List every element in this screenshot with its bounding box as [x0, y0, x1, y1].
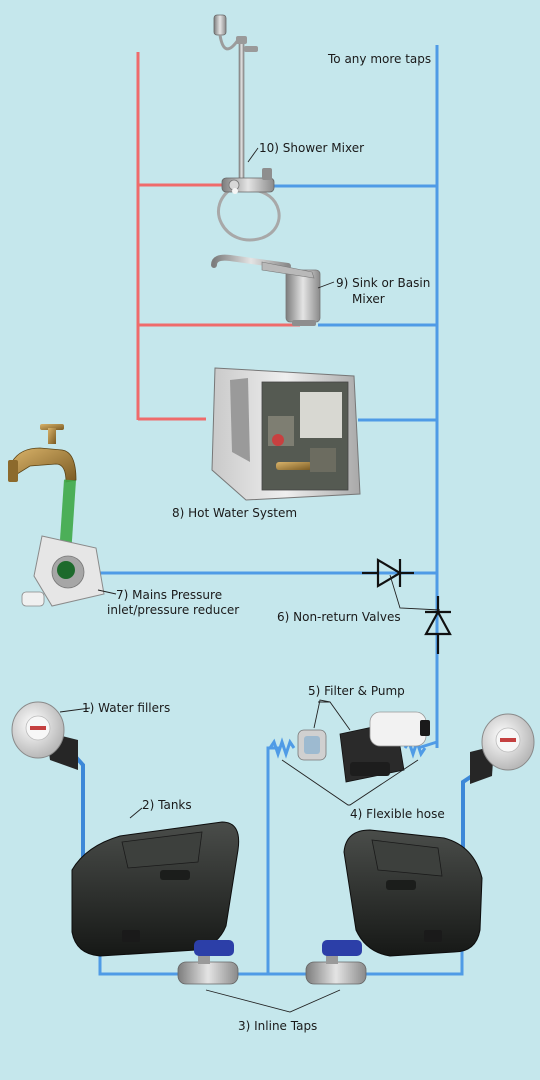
- check-valve-icon: [424, 596, 452, 654]
- leader-filler: [59, 707, 91, 713]
- leader-filter: [313, 699, 331, 729]
- water-tank-icon: [71, 821, 240, 957]
- flexible-hose-left: [268, 737, 296, 759]
- leader-pump: [318, 701, 351, 731]
- inline-tap-icon: [305, 940, 367, 985]
- tank-link-pipe: [98, 944, 464, 976]
- pump-suction-pipe: [266, 746, 280, 974]
- leader-sink: [317, 281, 335, 289]
- label-shower-mixer: 10) Shower Mixer: [259, 141, 364, 155]
- pump-icon: [297, 711, 430, 783]
- label-hot-water: 8) Hot Water System: [172, 506, 297, 520]
- label-water-fillers: 1) Water fillers: [82, 701, 170, 715]
- label-filter-pump: 5) Filter & Pump: [308, 684, 405, 698]
- leader-mains: [97, 589, 117, 595]
- labels: To any more taps 10) Shower Mixer 9) Sin…: [82, 52, 445, 1033]
- shower-rail: [236, 36, 258, 191]
- label-inline-taps: 3) Inline Taps: [238, 1019, 317, 1033]
- pump-outlet-pipe: [417, 740, 438, 750]
- hot-water-unit-icon: [211, 367, 361, 501]
- label-tanks: 2) Tanks: [142, 798, 192, 812]
- leader-inline: [205, 989, 341, 1013]
- leader-shower: [247, 147, 259, 163]
- water-filler-icon: [470, 713, 535, 784]
- label-more-taps: To any more taps: [327, 52, 431, 66]
- label-mains-2: inlet/pressure reducer: [107, 603, 239, 617]
- hot-water-pipes: [136, 52, 300, 421]
- water-tank-icon: [343, 829, 483, 957]
- leader-lines: [59, 147, 441, 1013]
- water-filler-icon: [11, 701, 78, 770]
- inline-tap-icon: [177, 940, 239, 985]
- leader-flexhose: [281, 759, 419, 806]
- check-valve-icon: [362, 558, 414, 588]
- leader-tank: [129, 807, 143, 819]
- leader-valves: [389, 574, 441, 611]
- label-sink-mixer-2: Mixer: [352, 292, 385, 306]
- mains-inlet-icon: [21, 535, 105, 607]
- sink-mixer-icon: [211, 254, 321, 326]
- shower-mixer-icon: [217, 168, 281, 242]
- brass-tap-icon: [8, 424, 77, 483]
- label-sink-mixer-1: 9) Sink or Basin: [336, 276, 430, 290]
- label-non-return: 6) Non-return Valves: [277, 610, 401, 624]
- label-flexible-hose: 4) Flexible hose: [350, 807, 445, 821]
- label-mains-1: 7) Mains Pressure: [116, 588, 222, 602]
- shower-head-icon: [213, 14, 240, 51]
